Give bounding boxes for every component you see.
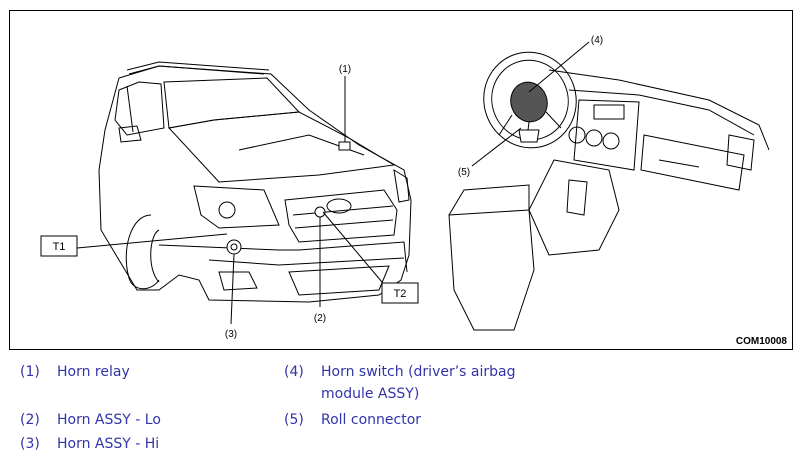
callout-leaders — [76, 41, 590, 325]
legend-number: (1) — [20, 364, 40, 380]
t2-label: T2 — [394, 288, 407, 300]
legend-text: Horn switch (driver’s airbag — [321, 364, 516, 380]
legend-item-1: (1) Horn relay — [20, 361, 270, 383]
legend-item-2: (2) Horn ASSY - Lo — [20, 409, 270, 431]
legend-item-3: (3) Horn ASSY - Hi — [20, 433, 270, 455]
legend-item-4: (4) Horn switch (driver’s airbag module … — [284, 361, 584, 405]
car-illustration — [98, 61, 412, 303]
callout-2-label: (2) — [314, 313, 326, 324]
figure-border — [9, 10, 793, 350]
callout-4-label: (4) — [591, 35, 603, 46]
legend-number: (4) — [284, 364, 304, 380]
legend-text: Horn ASSY - Lo — [57, 412, 161, 428]
legend-number: (2) — [20, 412, 40, 428]
t2-box — [381, 282, 419, 304]
legend-text-continued: module ASSY) — [321, 386, 420, 402]
legend-number: (3) — [20, 436, 40, 452]
callout-3-label: (3) — [225, 329, 237, 340]
t1-box — [40, 235, 78, 257]
legend-item-5: (5) Roll connector — [284, 409, 584, 431]
callout-5-label: (5) — [458, 167, 470, 178]
legend-number: (5) — [284, 412, 304, 428]
legend-text: Horn ASSY - Hi — [57, 436, 160, 452]
interior-illustration — [448, 51, 770, 331]
figure-id: COM10008 — [736, 336, 788, 347]
callout-1-label: (1) — [339, 64, 351, 75]
legend-text: Horn relay — [57, 364, 130, 380]
legend-text: Roll connector — [321, 412, 422, 428]
diagram-figure: (1) (2) (3) (4) (5) T1 T2 COM10008 — [9, 10, 793, 350]
diagram-canvas: (1) (2) (3) (4) (5) T1 T2 COM10008 — [9, 10, 793, 350]
t1-label: T1 — [53, 241, 66, 253]
